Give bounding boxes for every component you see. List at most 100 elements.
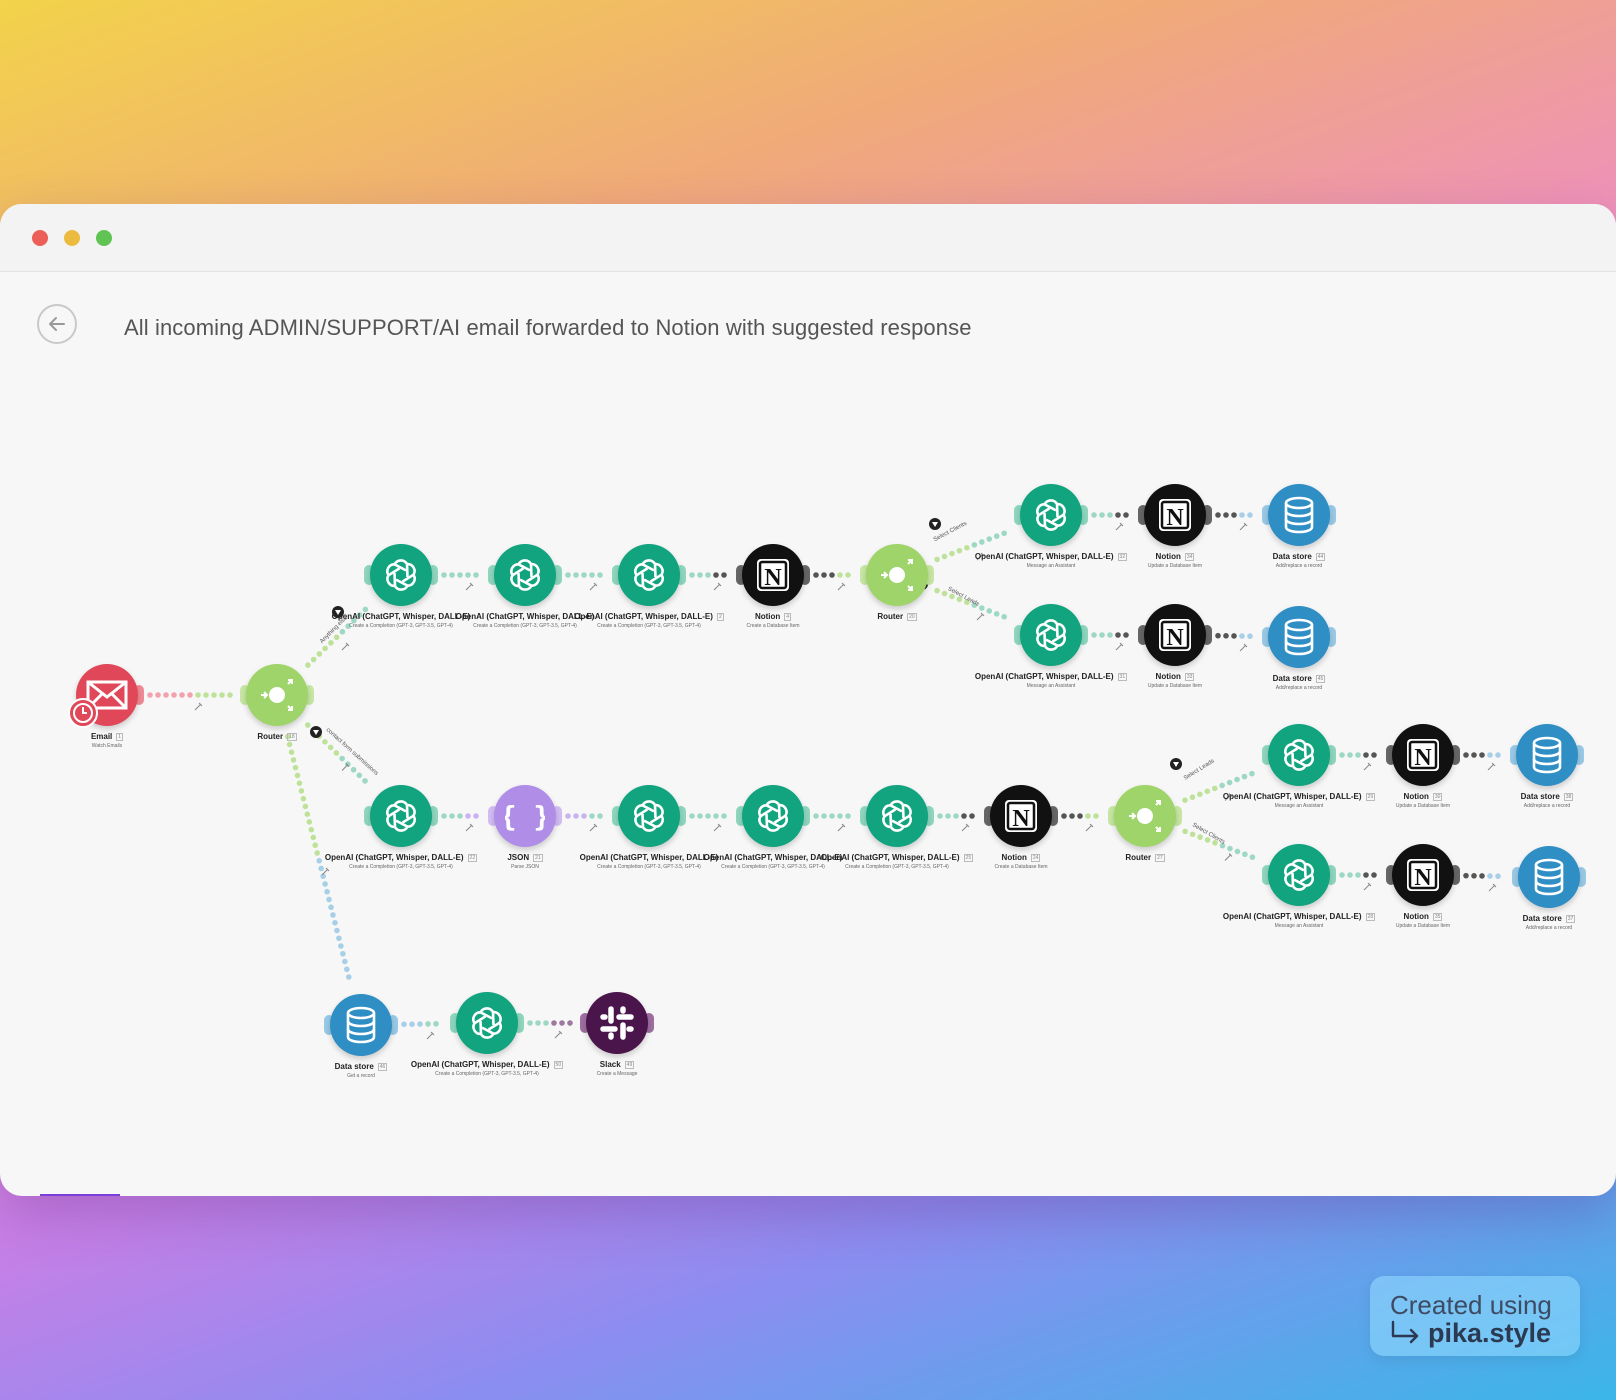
datastore-icon[interactable] [1268, 606, 1330, 668]
wrench-icon[interactable] [961, 823, 970, 832]
wrench-icon[interactable] [1224, 853, 1233, 861]
openai-icon[interactable] [370, 544, 432, 606]
module-output-handle[interactable] [1326, 865, 1336, 885]
link-oa8-oa9[interactable] [813, 813, 851, 832]
module-output-handle[interactable] [1202, 505, 1212, 525]
wrench-icon[interactable] [426, 1031, 435, 1040]
module-output-handle[interactable] [924, 565, 934, 585]
back-button[interactable] [37, 304, 77, 344]
wrench-icon[interactable] [713, 823, 722, 832]
link-oa5-notion3[interactable] [1091, 632, 1129, 651]
wrench-icon[interactable] [194, 702, 203, 711]
module-output-handle[interactable] [1450, 865, 1460, 885]
openai-icon[interactable] [618, 785, 680, 847]
datastore-icon[interactable] [1268, 484, 1330, 546]
module-output-handle[interactable] [388, 1015, 398, 1035]
link-email-router0[interactable] [147, 692, 233, 711]
filter-icon[interactable] [332, 606, 344, 618]
link-router0-oa1[interactable] [305, 606, 369, 668]
openai-icon[interactable] [742, 785, 804, 847]
wrench-icon[interactable] [589, 582, 598, 591]
module-output-handle[interactable] [428, 565, 438, 585]
module-output-handle[interactable] [800, 806, 810, 826]
wrench-icon[interactable] [465, 823, 474, 832]
link-notion2-ds1[interactable] [1215, 512, 1253, 531]
link-oa9-notion4[interactable] [937, 813, 975, 832]
link-notion3-ds2[interactable] [1215, 632, 1253, 652]
wrench-icon[interactable] [837, 582, 846, 591]
module-output-handle[interactable] [676, 565, 686, 585]
module-output-handle[interactable] [644, 1013, 654, 1033]
openai-icon[interactable] [1268, 844, 1330, 906]
link-router2-oa11[interactable] [1182, 828, 1256, 861]
module-output-handle[interactable] [1078, 625, 1088, 645]
link-oa2-oa3[interactable] [565, 572, 603, 591]
maximize-window-button[interactable] [96, 230, 112, 246]
filter-icon[interactable] [1170, 758, 1182, 770]
module-output-handle[interactable] [800, 565, 810, 585]
module-output-handle[interactable] [1326, 505, 1336, 525]
module-output-handle[interactable] [134, 685, 144, 705]
wrench-icon[interactable] [1115, 522, 1124, 531]
wrench-icon[interactable] [1363, 882, 1372, 891]
minimize-window-button[interactable] [64, 230, 80, 246]
router-icon[interactable] [246, 664, 308, 726]
slack-icon[interactable] [586, 992, 648, 1054]
link-oa6-json[interactable] [441, 813, 479, 832]
wrench-icon[interactable] [976, 612, 985, 621]
wrench-icon[interactable] [837, 823, 846, 832]
notion-icon[interactable]: N [990, 785, 1052, 847]
link-oa11-notion6[interactable] [1339, 872, 1377, 891]
openai-icon[interactable] [866, 785, 928, 847]
module-output-handle[interactable] [1172, 806, 1182, 826]
module-output-handle[interactable] [1048, 806, 1058, 826]
datastore-icon[interactable] [1518, 846, 1580, 908]
wrench-icon[interactable] [589, 823, 598, 832]
link-router2-oa10[interactable] [1182, 770, 1255, 803]
link-oa10-notion5[interactable] [1339, 752, 1377, 771]
wrench-icon[interactable] [341, 642, 350, 651]
module-output-handle[interactable] [552, 565, 562, 585]
module-output-handle[interactable] [514, 1013, 524, 1033]
clock-icon[interactable] [68, 698, 98, 728]
openai-icon[interactable] [370, 785, 432, 847]
notion-icon[interactable]: N [1392, 724, 1454, 786]
wrench-icon[interactable] [1224, 793, 1233, 801]
close-window-button[interactable] [32, 230, 48, 246]
datastore-icon[interactable] [330, 994, 392, 1056]
link-oa7-oa8[interactable] [689, 813, 727, 832]
filter-icon[interactable] [310, 726, 322, 738]
openai-icon[interactable] [1268, 724, 1330, 786]
module-output-handle[interactable] [676, 806, 686, 826]
link-notion5-ds3[interactable] [1463, 752, 1501, 771]
link-oa12-slack[interactable] [527, 1020, 573, 1039]
link-router0-ds5[interactable] [284, 733, 352, 980]
link-router1-oa5[interactable] [934, 587, 1007, 621]
wrench-icon[interactable] [341, 763, 350, 771]
link-ds5-oa12[interactable] [401, 1021, 439, 1040]
module-output-handle[interactable] [1202, 625, 1212, 645]
notion-icon[interactable]: N [1144, 484, 1206, 546]
module-output-handle[interactable] [428, 806, 438, 826]
link-router1-oa4[interactable] [934, 530, 1007, 563]
wrench-icon[interactable] [1488, 883, 1497, 892]
link-oa3-notion1[interactable] [689, 572, 727, 591]
wrench-icon[interactable] [321, 867, 330, 876]
openai-icon[interactable] [456, 992, 518, 1054]
link-notion6-ds4[interactable] [1463, 872, 1501, 892]
module-output-handle[interactable] [1576, 867, 1586, 887]
wrench-icon[interactable] [1239, 643, 1248, 652]
module-output-handle[interactable] [1450, 745, 1460, 765]
link-notion1-router1[interactable] [813, 572, 851, 591]
notion-icon[interactable]: N [742, 544, 804, 606]
link-notion4-router2[interactable] [1061, 813, 1099, 832]
wrench-icon[interactable] [976, 552, 985, 561]
module-output-handle[interactable] [552, 806, 562, 826]
router-icon[interactable] [866, 544, 928, 606]
wrench-icon[interactable] [554, 1030, 563, 1039]
openai-icon[interactable] [494, 544, 556, 606]
wrench-icon[interactable] [1363, 762, 1372, 771]
wrench-icon[interactable] [1085, 823, 1094, 832]
notion-icon[interactable]: N [1144, 604, 1206, 666]
wrench-icon[interactable] [1115, 642, 1124, 651]
